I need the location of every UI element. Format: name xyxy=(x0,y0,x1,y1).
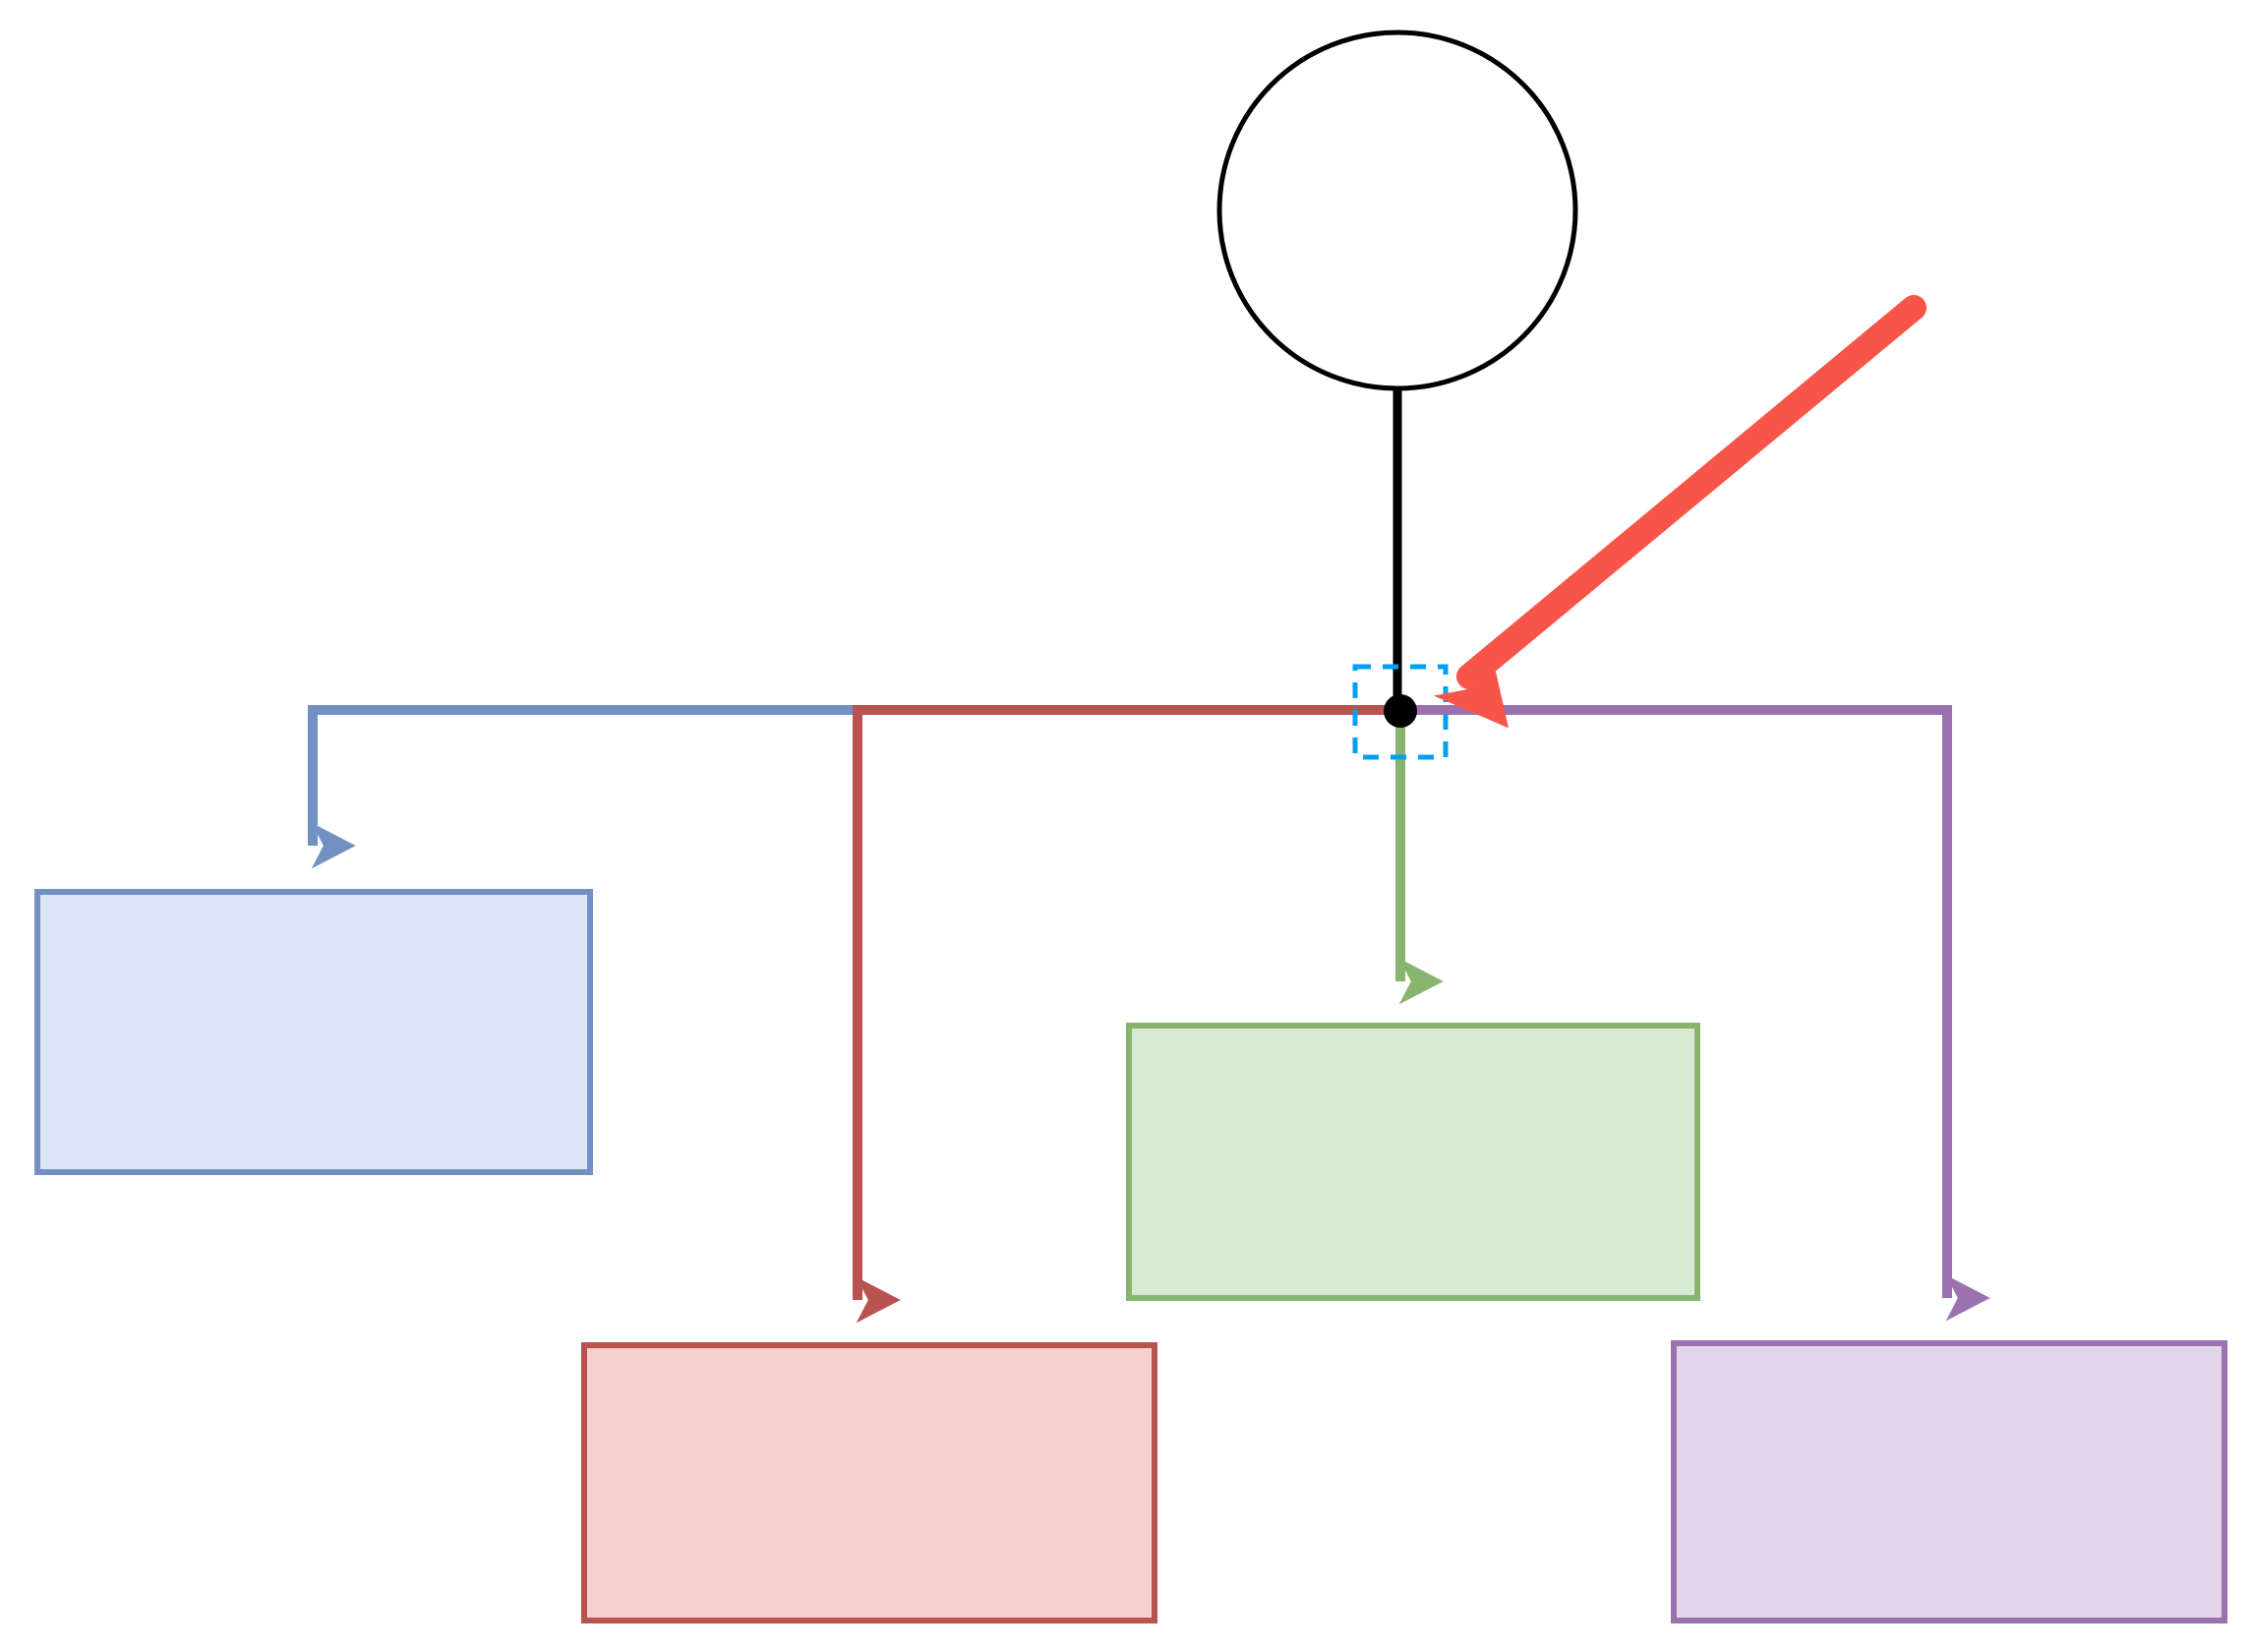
junction-to-purple-connector[interactable] xyxy=(1400,705,1990,1322)
junction-point[interactable] xyxy=(1384,694,1417,728)
selection-marquee[interactable] xyxy=(1352,664,1449,760)
root-circle-node[interactable] xyxy=(1216,30,1578,391)
green-node-box[interactable] xyxy=(1126,1023,1700,1301)
blue-node-box[interactable] xyxy=(34,889,593,1175)
red-pointer-arrow xyxy=(1433,295,1926,729)
purple-node-box[interactable] xyxy=(1671,1340,2227,1623)
red-node-box[interactable] xyxy=(581,1342,1157,1623)
junction-to-red-connector[interactable] xyxy=(853,705,1400,1324)
node-box-layer xyxy=(34,889,2227,1623)
